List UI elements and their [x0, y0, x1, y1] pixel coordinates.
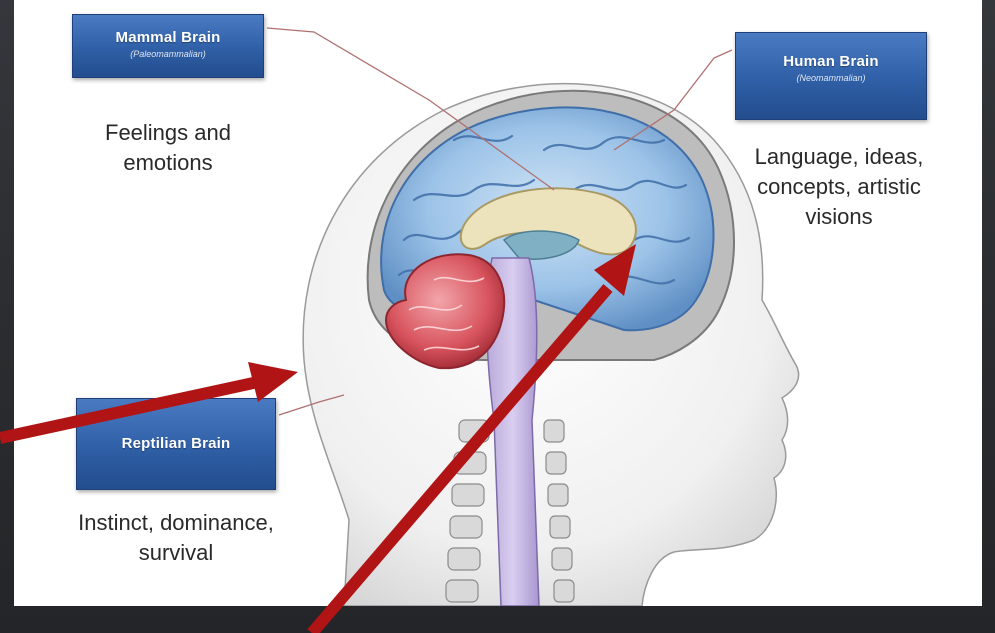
mammal-brain-label: Mammal Brain (Paleomammalian) [72, 14, 264, 78]
mammal-brain-subtitle: (Paleomammalian) [73, 49, 263, 59]
reptilian-brain-label: Reptilian Brain [76, 398, 276, 490]
reptilian-caption-line: survival [34, 538, 318, 568]
human-caption-line: Language, ideas, [714, 142, 964, 172]
reptilian-brain-caption: Instinct, dominance, survival [34, 508, 318, 568]
human-caption-line: visions [714, 202, 964, 232]
human-brain-caption: Language, ideas, concepts, artistic visi… [714, 142, 964, 232]
human-brain-title: Human Brain [736, 53, 926, 70]
human-brain-subtitle: (Neomammalian) [736, 73, 926, 83]
mammal-brain-caption: Feelings and emotions [72, 118, 264, 178]
mammal-caption-line: emotions [72, 148, 264, 178]
mammal-caption-line: Feelings and [72, 118, 264, 148]
human-brain-label: Human Brain (Neomammalian) [735, 32, 927, 120]
mammal-brain-title: Mammal Brain [73, 29, 263, 46]
reptilian-caption-line: Instinct, dominance, [34, 508, 318, 538]
human-caption-line: concepts, artistic [714, 172, 964, 202]
brain-illustration-panel: Mammal Brain (Paleomammalian) Feelings a… [14, 0, 982, 606]
reptilian-brain-title: Reptilian Brain [77, 435, 275, 452]
